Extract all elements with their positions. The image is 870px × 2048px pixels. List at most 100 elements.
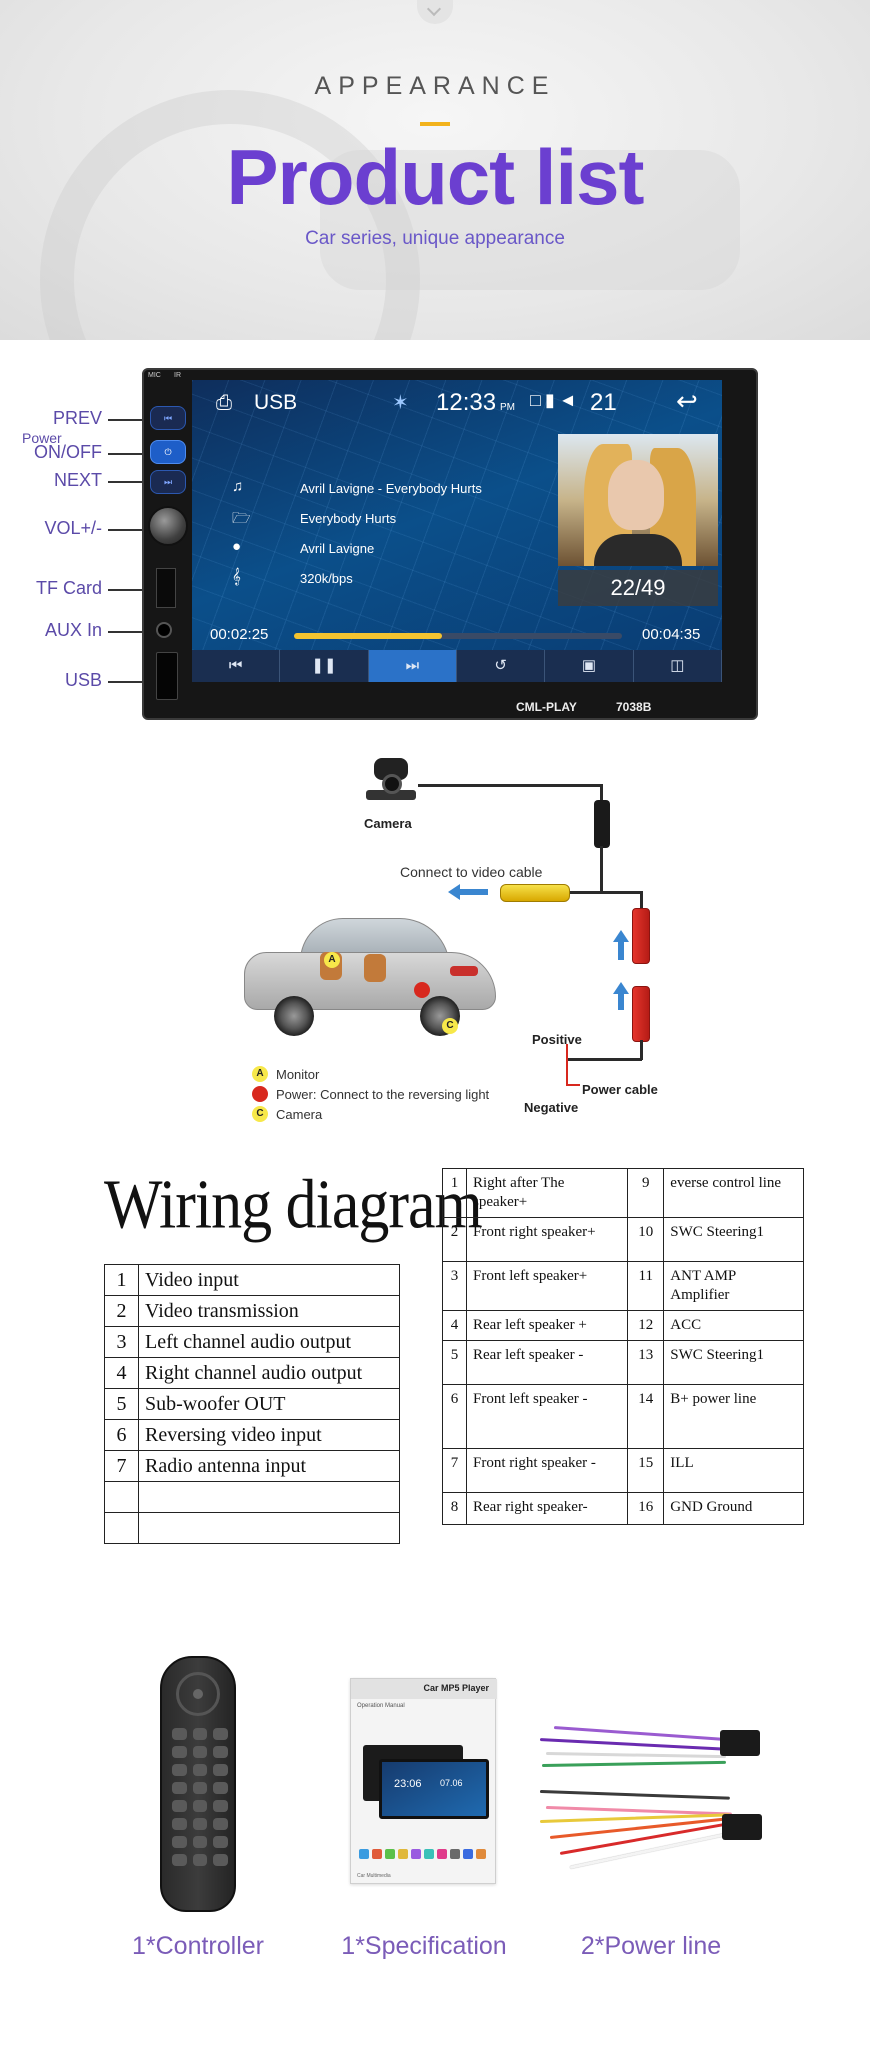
- pin-number: [104, 1512, 139, 1544]
- previous-track-button[interactable]: ⏮: [192, 650, 281, 682]
- brand-label: CML-PLAY: [516, 700, 577, 714]
- clock-ampm: PM: [500, 402, 515, 413]
- positive-label: Positive: [532, 1032, 582, 1047]
- camera-icon: [366, 752, 416, 804]
- leader-line: [108, 631, 142, 633]
- pin-number: 16: [627, 1492, 665, 1525]
- accessory-label-controller: 1*Controller: [131, 1932, 264, 1960]
- model-label: 7038B: [616, 700, 652, 714]
- source-label: USB: [254, 391, 298, 414]
- reversing-light: [450, 966, 478, 976]
- pin-function: SWC Steering1: [663, 1217, 804, 1262]
- arrow-head: [613, 930, 629, 942]
- hero-banner: APPEARANCE Product list Car series, uniq…: [0, 0, 870, 340]
- leader-line: [108, 589, 142, 591]
- legend-badge: A: [252, 1066, 268, 1082]
- app-icon: [385, 1849, 395, 1859]
- pin-number: 10: [627, 1217, 665, 1262]
- pin-function: GND Ground: [663, 1492, 804, 1525]
- remote-key: [213, 1854, 228, 1866]
- power-cable-label: Power cable: [582, 1082, 658, 1097]
- prev-button[interactable]: ⏮: [150, 406, 186, 430]
- dashboard-backdrop: [320, 150, 740, 290]
- marker-c: C: [442, 1018, 458, 1034]
- inline-connector: [594, 800, 610, 848]
- manual-footer: Car Multimedia: [357, 1873, 391, 1879]
- menu-button[interactable]: ◫: [634, 650, 722, 682]
- leader-line: [108, 681, 142, 683]
- wire: [541, 1760, 726, 1767]
- pin-function: Front left speaker+: [465, 1261, 629, 1311]
- scroll-down-tab[interactable]: [417, 0, 453, 24]
- progress-bar[interactable]: [294, 633, 622, 639]
- pause-button[interactable]: ❚❚: [280, 650, 369, 682]
- remote-key: [213, 1764, 228, 1776]
- pin-number: 3: [442, 1261, 467, 1311]
- remote-key: [192, 1818, 208, 1830]
- pin-number: 15: [627, 1448, 665, 1493]
- pin-number: 6: [104, 1419, 139, 1451]
- label-next: NEXT: [53, 470, 102, 490]
- legend-text: Camera: [276, 1107, 323, 1122]
- label-tf: TF Card: [35, 578, 102, 598]
- wiring-row: [104, 1481, 400, 1513]
- remote-key: [213, 1746, 228, 1758]
- picture-button[interactable]: ▣: [545, 650, 634, 682]
- yellow-rca-connector: [500, 884, 570, 902]
- remote-keypad: [172, 1728, 228, 1866]
- video-wire: [568, 891, 604, 894]
- sd-usb-icons: □▮◄: [530, 390, 581, 410]
- power-button[interactable]: ⏻: [150, 440, 186, 464]
- camera-label: Camera: [364, 816, 412, 831]
- pin-function: ANT AMP Amplifier: [663, 1261, 804, 1311]
- next-button[interactable]: ⏭: [150, 470, 186, 494]
- bluetooth-icon: ✶: [392, 392, 409, 414]
- wire: [545, 1752, 726, 1759]
- pin-number: 14: [627, 1384, 665, 1449]
- app-icon: [463, 1849, 473, 1859]
- next-track-button[interactable]: ⏭: [368, 650, 457, 682]
- arrow-up-icon: [618, 938, 624, 960]
- power-wire: [566, 1058, 642, 1061]
- legend-text: Monitor: [276, 1067, 320, 1082]
- pin-number: 1: [104, 1264, 139, 1296]
- manual-device-front: 23:06 07.06: [379, 1759, 489, 1819]
- pin-function: Rear left speaker -: [465, 1340, 629, 1385]
- remote-key: [213, 1818, 228, 1830]
- music-note-icon: ♫: [232, 478, 244, 495]
- manual-app-icons: [359, 1849, 489, 1859]
- mic-label: MIC: [148, 372, 161, 379]
- remote-key: [213, 1782, 228, 1794]
- camera-body: [374, 758, 408, 780]
- pin-function: Sub-woofer OUT: [138, 1388, 400, 1420]
- album-art-shirt: [594, 534, 682, 566]
- car-cutaway-illustration: A C: [244, 908, 496, 1038]
- app-icon: [411, 1849, 421, 1859]
- pin-number: 3: [104, 1326, 139, 1358]
- remote-key: [192, 1800, 208, 1812]
- manual-subtitle: Operation Manual: [357, 1703, 405, 1709]
- leader-line: [108, 419, 142, 421]
- pin-function: Right after The speaker+: [465, 1168, 629, 1218]
- pin-function: Front left speaker -: [465, 1384, 629, 1449]
- arrow-head: [613, 982, 629, 994]
- repeat-button[interactable]: ↺: [457, 650, 546, 682]
- pin-number: 2: [442, 1217, 467, 1262]
- total-time: 00:04:35: [642, 626, 701, 643]
- bitrate: 320k/bps: [300, 571, 353, 586]
- app-icon: [437, 1849, 447, 1859]
- remote-key: [192, 1854, 208, 1866]
- volume-knob[interactable]: [148, 506, 188, 546]
- wire: [539, 1738, 726, 1751]
- playback-controls: ⏮ ❚❚ ⏭ ↺ ▣ ◫: [192, 650, 722, 682]
- back-icon[interactable]: ↩: [676, 386, 698, 416]
